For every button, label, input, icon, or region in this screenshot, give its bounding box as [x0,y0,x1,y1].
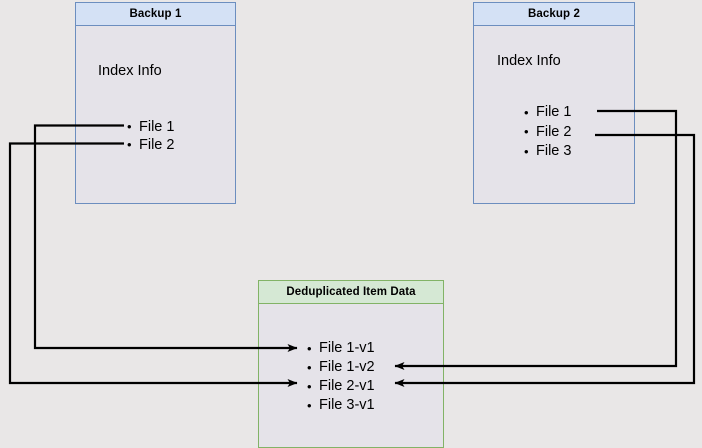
backup2-box[interactable]: Backup 2 Index Info File 1 File 2 File 3 [473,2,635,204]
backup2-index-label: Index Info [497,53,561,69]
deduplicated-item-data-box[interactable]: Deduplicated Item Data File 1-v1 File 1-… [258,280,444,448]
backup2-file-item[interactable]: File 3 [524,142,571,162]
deduplicated-item[interactable]: File 1-v1 [307,339,375,358]
deduplicated-title: Deduplicated Item Data [258,280,444,304]
backup2-file-item[interactable]: File 1 [524,103,571,123]
deduplicated-item[interactable]: File 1-v2 [307,358,375,377]
deduplicated-item[interactable]: File 3-v1 [307,396,375,415]
backup1-file-item[interactable]: File 1 [127,118,174,136]
backup1-box[interactable]: Backup 1 Index Info File 1 File 2 [75,2,236,204]
backup1-index-label: Index Info [98,63,162,79]
backup1-file-list: File 1 File 2 [127,118,174,154]
deduplicated-item[interactable]: File 2-v1 [307,377,375,396]
backup1-title: Backup 1 [75,2,236,26]
backup2-file-item[interactable]: File 2 [524,122,571,143]
backup2-file-list: File 1 File 2 File 3 [524,103,571,162]
backup2-title: Backup 2 [473,2,635,26]
backup1-file-item[interactable]: File 2 [127,136,174,154]
deduplicated-item-list: File 1-v1 File 1-v2 File 2-v1 File 3-v1 [307,339,375,415]
backup1-body [75,2,236,204]
